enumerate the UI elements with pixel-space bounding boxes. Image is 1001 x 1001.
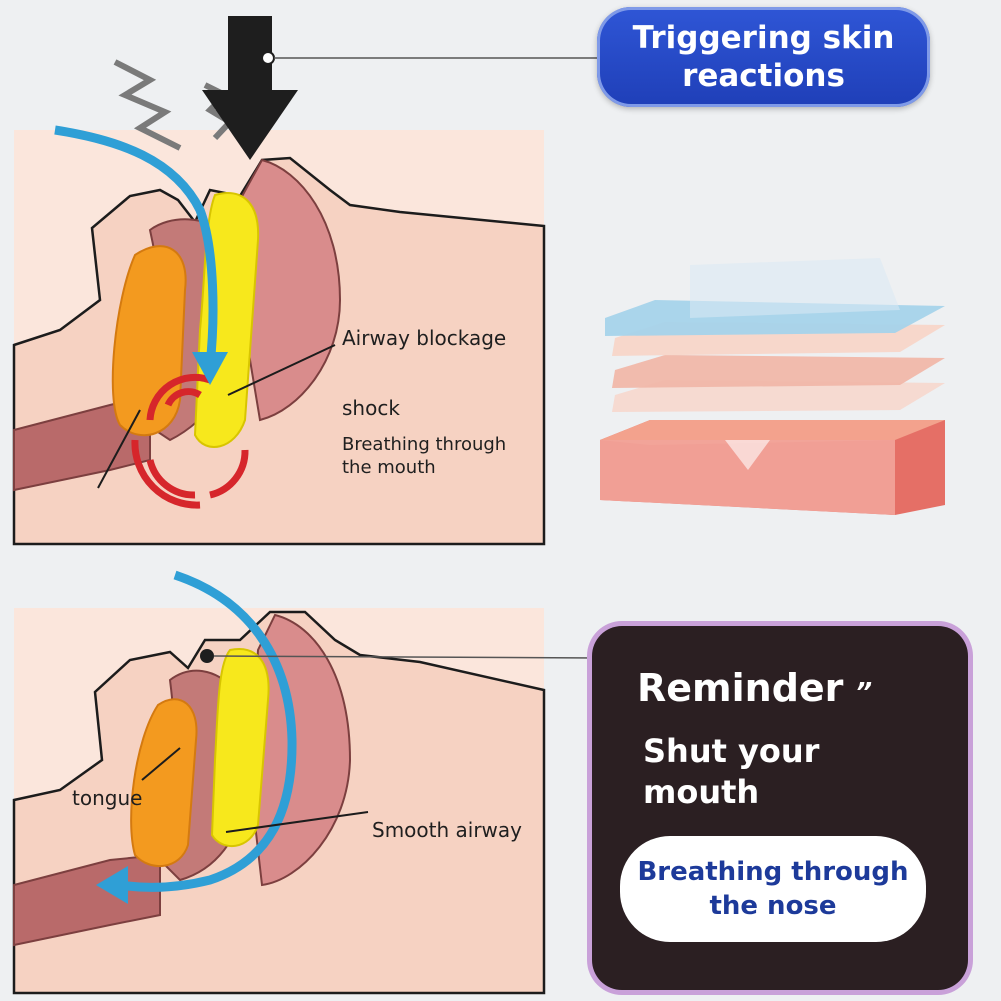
callout-line-bottom <box>213 655 599 659</box>
callout-dot-top <box>261 51 275 65</box>
shock-rings-icon <box>131 373 249 509</box>
label-mouth-breathing-line1: Breathing through <box>342 434 507 455</box>
skin-reaction-callout: Triggering skin reactions <box>597 7 930 107</box>
label-smooth-airway: Smooth airway <box>372 818 523 842</box>
label-mouth-breathing: Breathing through the mouth <box>342 433 506 479</box>
bottom-palate <box>210 648 270 848</box>
reminder-subtitle: Shut your mouth <box>643 731 819 813</box>
bottom-air-flow-arrow <box>119 570 297 892</box>
skin-callout-line1: Triggering skin <box>632 20 895 56</box>
skin-layer-3 <box>612 355 945 388</box>
tongue-leader-line-top <box>97 409 141 489</box>
top-head-illustration <box>12 125 546 546</box>
label-shock: shock <box>342 396 400 420</box>
reminder-title: Reminder ” <box>637 666 872 715</box>
skin-layer-4 <box>612 380 945 412</box>
nose-breathing-pill: Breathing through the nose <box>620 836 926 942</box>
label-mouth-breathing-line2: the mouth <box>342 457 436 478</box>
nose-pill-line2: the nose <box>709 891 837 921</box>
bottom-air-arrowhead-icon <box>96 866 128 904</box>
bottom-head-illustration <box>12 570 546 995</box>
reminder-sub-line2: mouth <box>643 773 760 811</box>
nose-pill-line1: Breathing through <box>637 857 909 887</box>
skin-block-top <box>600 420 945 445</box>
blockage-leader-line <box>227 344 336 396</box>
reminder-card: Reminder ” Shut your mouth Breathing thro… <box>592 626 968 990</box>
bottom-tongue <box>130 698 198 868</box>
tongue-leader-line-bottom <box>141 747 181 781</box>
label-airway-blockage: Airway blockage <box>342 326 507 350</box>
callout-dot-bottom <box>200 649 214 663</box>
reminder-title-text: Reminder <box>637 666 844 710</box>
smooth-airway-leader-line <box>225 811 369 833</box>
skin-layers-illustration <box>600 258 945 515</box>
skin-down-arrow-icon <box>725 440 770 470</box>
skin-callout-line2: reactions <box>682 58 845 94</box>
quote-mark-icon: ” <box>855 678 873 708</box>
reminder-sub-line1: Shut your <box>643 732 820 770</box>
skin-glow <box>690 258 900 318</box>
skin-block-face <box>600 440 895 515</box>
top-air-flow-arrow <box>54 125 218 366</box>
label-tongue: tongue <box>72 786 143 810</box>
top-air-arrowhead-icon <box>192 352 228 385</box>
